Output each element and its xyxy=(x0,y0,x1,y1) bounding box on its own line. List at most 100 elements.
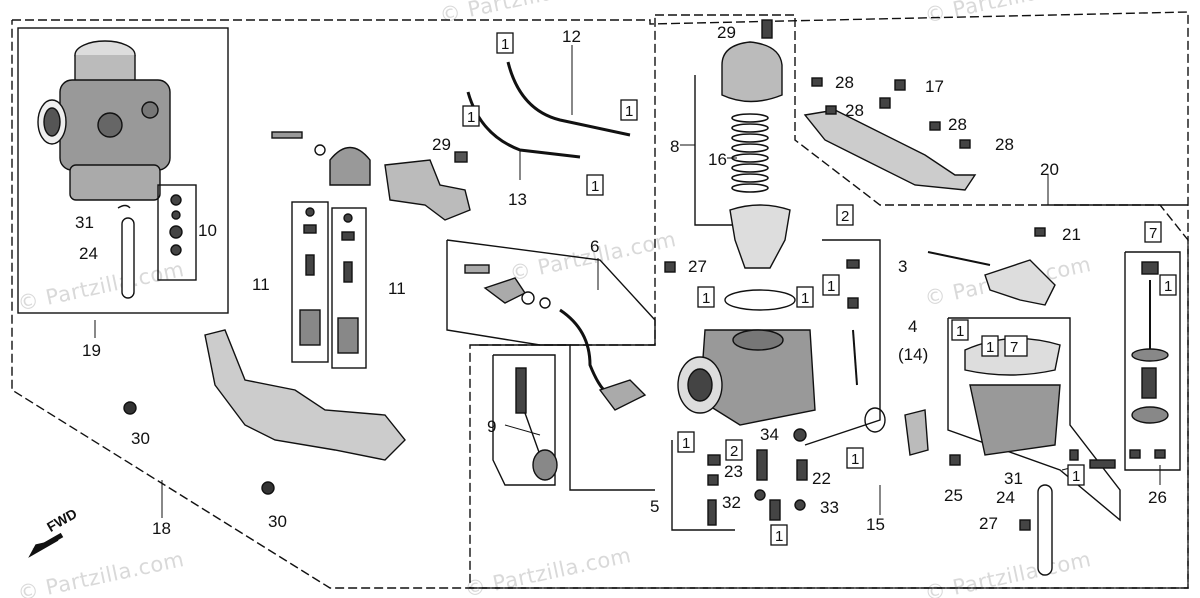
group-9-inner xyxy=(492,354,556,486)
group-4-frame xyxy=(947,317,1121,522)
callout-22: 22 xyxy=(812,469,831,488)
callout-28: 28 xyxy=(995,135,1014,154)
callout-box-1: 1 xyxy=(501,36,509,53)
part-31-spring xyxy=(117,204,131,209)
part-29-top-screw xyxy=(761,19,773,39)
callout-box-1: 1 xyxy=(801,290,809,307)
callout-34: 34 xyxy=(760,425,779,444)
part-3-float-pin xyxy=(927,251,991,266)
callout-21: 21 xyxy=(1062,225,1081,244)
callout-box-1: 1 xyxy=(1072,468,1080,485)
callout-box-1: 1 xyxy=(851,451,859,468)
part-16-spring xyxy=(731,113,769,193)
callout-14-paren: (14) xyxy=(898,345,928,364)
part-28-screws xyxy=(811,77,971,149)
callout-box-1: 1 xyxy=(775,528,783,545)
callout-20: 20 xyxy=(1040,160,1059,179)
part-6-linkage xyxy=(464,264,647,411)
callout-box-1: 1 xyxy=(467,109,475,126)
carburetor-assembly-box xyxy=(17,27,229,314)
callout-box-1: 1 xyxy=(1164,278,1172,295)
callout-4: 4 xyxy=(908,317,917,336)
outer-frame xyxy=(11,11,1189,589)
fwd-arrow-icon xyxy=(28,532,64,558)
small-screws xyxy=(664,227,1166,531)
leader-lines xyxy=(94,45,1161,518)
callout-5: 5 xyxy=(650,497,659,516)
throttle-linkage-assembly xyxy=(271,131,471,221)
callout-26: 26 xyxy=(1148,488,1167,507)
callout-box-1: 1 xyxy=(625,103,633,120)
part-10-jets xyxy=(169,194,183,256)
callout-32: 32 xyxy=(722,493,741,512)
callout-box-2: 2 xyxy=(730,443,738,460)
part-9-choke-plunger xyxy=(515,367,558,481)
group-6-frame xyxy=(446,239,656,346)
box-label-text: 1 1 1 1 1 1 1 2 1 2 1 1 1 1 7 7 1 1 xyxy=(467,36,1172,545)
part-2-needle xyxy=(846,259,860,386)
callout-box-1: 1 xyxy=(956,323,964,340)
part-24-tube xyxy=(121,217,135,299)
callout-11: 11 xyxy=(252,275,270,294)
callout-16: 16 xyxy=(708,150,727,169)
callout-33: 33 xyxy=(820,498,839,517)
part-11-kit-box-a xyxy=(291,201,329,363)
callout-28: 28 xyxy=(845,101,864,120)
part-29-bolt xyxy=(454,151,468,163)
part-3-float xyxy=(984,259,1056,306)
part-30-bolts xyxy=(123,401,275,495)
callout-31: 31 xyxy=(1004,469,1023,488)
part-13-cable xyxy=(466,91,581,159)
part-24-drain-tube xyxy=(1037,484,1053,576)
callout-28: 28 xyxy=(835,73,854,92)
callout-12: 12 xyxy=(562,27,581,46)
callout-27: 27 xyxy=(688,257,707,276)
callout-numbers: 12 13 29 29 28 28 28 28 17 8 16 20 21 3 … xyxy=(75,23,1167,538)
callout-box-7: 7 xyxy=(1149,225,1157,242)
callout-23: 23 xyxy=(724,462,743,481)
part-12-cable xyxy=(506,61,631,137)
jets-and-screws xyxy=(707,428,808,526)
group-7-frame xyxy=(1124,251,1181,471)
part-20-bracket xyxy=(803,109,977,191)
part-11-parts xyxy=(299,207,359,354)
callout-13: 13 xyxy=(508,190,527,209)
callout-box-1: 1 xyxy=(986,339,994,356)
callout-8: 8 xyxy=(670,137,679,156)
group-8-frame xyxy=(694,75,745,226)
callout-9: 9 xyxy=(487,417,496,436)
callout-29: 29 xyxy=(432,135,451,154)
callout-25: 25 xyxy=(944,486,963,505)
callout-box-7: 7 xyxy=(1010,339,1018,356)
callout-11: 11 xyxy=(388,279,406,298)
callout-30: 30 xyxy=(268,512,287,531)
part-17-screw xyxy=(879,79,906,109)
group-9-frame xyxy=(475,344,655,491)
part-15-cover xyxy=(904,409,929,456)
callout-19: 19 xyxy=(82,341,101,360)
callout-box-1: 1 xyxy=(591,178,599,195)
callout-box-1: 1 xyxy=(682,435,690,452)
callout-28: 28 xyxy=(948,115,967,134)
callout-17: 17 xyxy=(925,77,944,96)
group-2-frame xyxy=(804,239,881,446)
callout-31: 31 xyxy=(75,213,94,232)
carburetor-body xyxy=(677,289,816,426)
part-8-chamber-cover xyxy=(721,41,783,103)
callout-18: 18 xyxy=(152,519,171,538)
callout-15: 15 xyxy=(866,515,885,534)
part-8-piston xyxy=(729,204,791,269)
callout-24: 24 xyxy=(79,244,98,263)
callout-10: 10 xyxy=(198,221,217,240)
part-11-kit-box-b xyxy=(331,207,367,369)
callout-24: 24 xyxy=(996,488,1015,507)
part-18-bracket xyxy=(204,329,406,461)
callout-30: 30 xyxy=(131,429,150,448)
group-5-frame xyxy=(671,440,735,531)
carburetor-assembly xyxy=(37,40,171,201)
callout-box-1: 1 xyxy=(827,278,835,295)
callout-6: 6 xyxy=(590,237,599,256)
callout-box-1: 1 xyxy=(702,290,710,307)
